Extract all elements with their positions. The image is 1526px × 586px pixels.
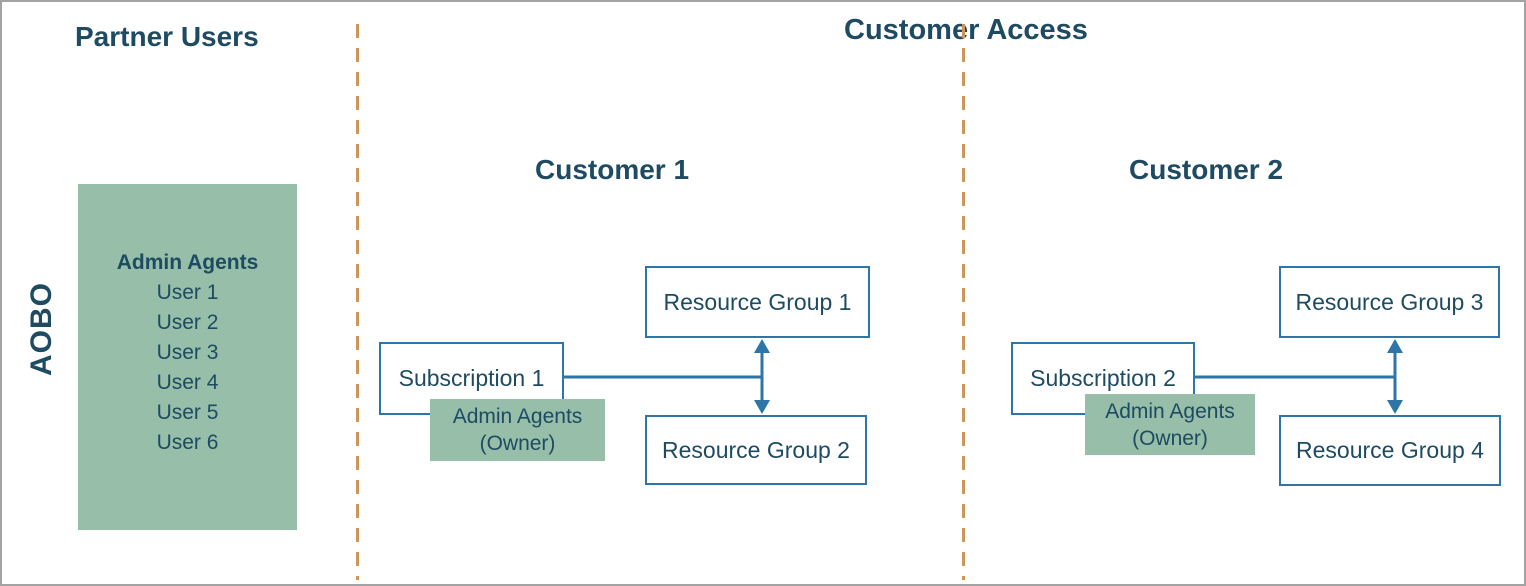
arrow-down-icon [754,400,770,414]
owner-badge-line: Admin Agents [452,405,583,428]
dashed-divider-left [356,24,359,580]
user-item: User 6 [156,431,219,454]
admin-agents-owner-badge-2: Admin Agents (Owner) [1085,394,1255,455]
owner-badge-line: (Owner) [1132,426,1208,450]
user-item: User 4 [156,371,219,394]
arrow-down-icon [1387,400,1403,414]
resource-group-1-box: Resource Group 1 [645,266,870,338]
admin-agents-owner-badge-1: Admin Agents (Owner) [430,399,605,461]
arrow-up-icon [1387,339,1403,353]
admin-agents-group-title: Admin Agents [116,251,259,274]
admin-agents-group-box: Admin Agents User 1 User 2 User 3 User 4… [78,184,297,530]
resource-group-4-label: Resource Group 4 [1296,437,1484,463]
resource-group-4-box: Resource Group 4 [1279,415,1501,486]
aobo-label: AOBO [25,282,58,376]
resource-group-2-box: Resource Group 2 [645,415,867,485]
resource-group-1-label: Resource Group 1 [663,288,852,315]
user-item: User 1 [156,281,219,304]
dashed-divider-right [962,24,965,580]
owner-badge-line: Admin Agents [1105,399,1235,423]
customer-1-heading: Customer 1 [535,154,690,185]
customer-access-heading: Customer Access [844,14,1088,46]
resource-group-2-label: Resource Group 2 [662,436,850,463]
owner-badge-line: (Owner) [479,432,556,455]
resource-group-3-box: Resource Group 3 [1279,266,1500,338]
arrow-up-icon [754,339,770,353]
subscription-2-label: Subscription 2 [1030,365,1176,391]
subscription-1-label: Subscription 1 [398,365,545,391]
customer-2-heading: Customer 2 [1129,154,1284,185]
partner-users-heading: Partner Users [75,21,259,52]
resource-group-3-label: Resource Group 3 [1295,288,1484,315]
user-item: User 5 [156,401,219,424]
user-item: User 2 [156,311,219,334]
user-item: User 3 [156,341,219,364]
